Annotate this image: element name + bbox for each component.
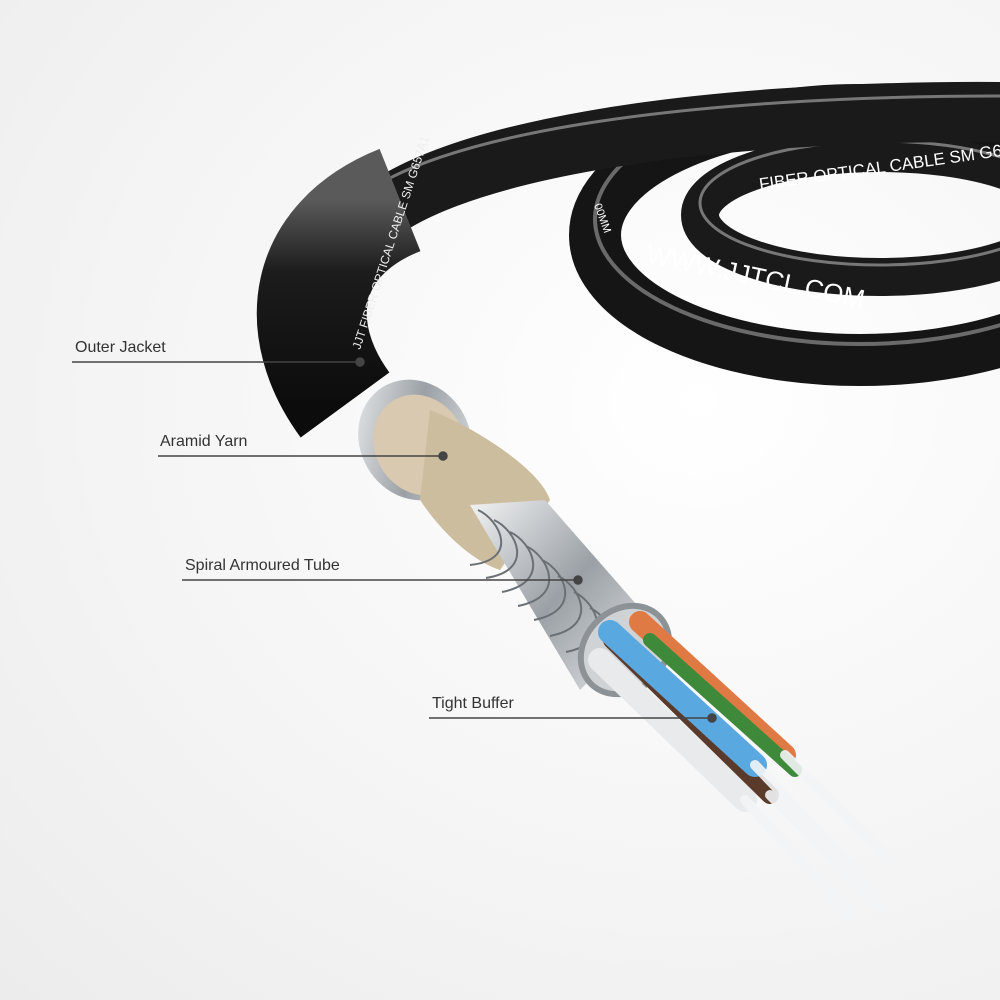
callout-leaders [72,357,717,723]
callout-tight-buffer: Tight Buffer [432,695,514,712]
tight-buffer-fibers [588,611,895,920]
callout-outer-jacket: Outer Jacket [75,339,166,356]
callout-spiral-armoured-tube: Spiral Armoured Tube [185,557,340,574]
callout-aramid-yarn: Aramid Yarn [160,433,248,450]
outer-jacket [256,148,423,438]
cable-coil [330,81,1000,386]
